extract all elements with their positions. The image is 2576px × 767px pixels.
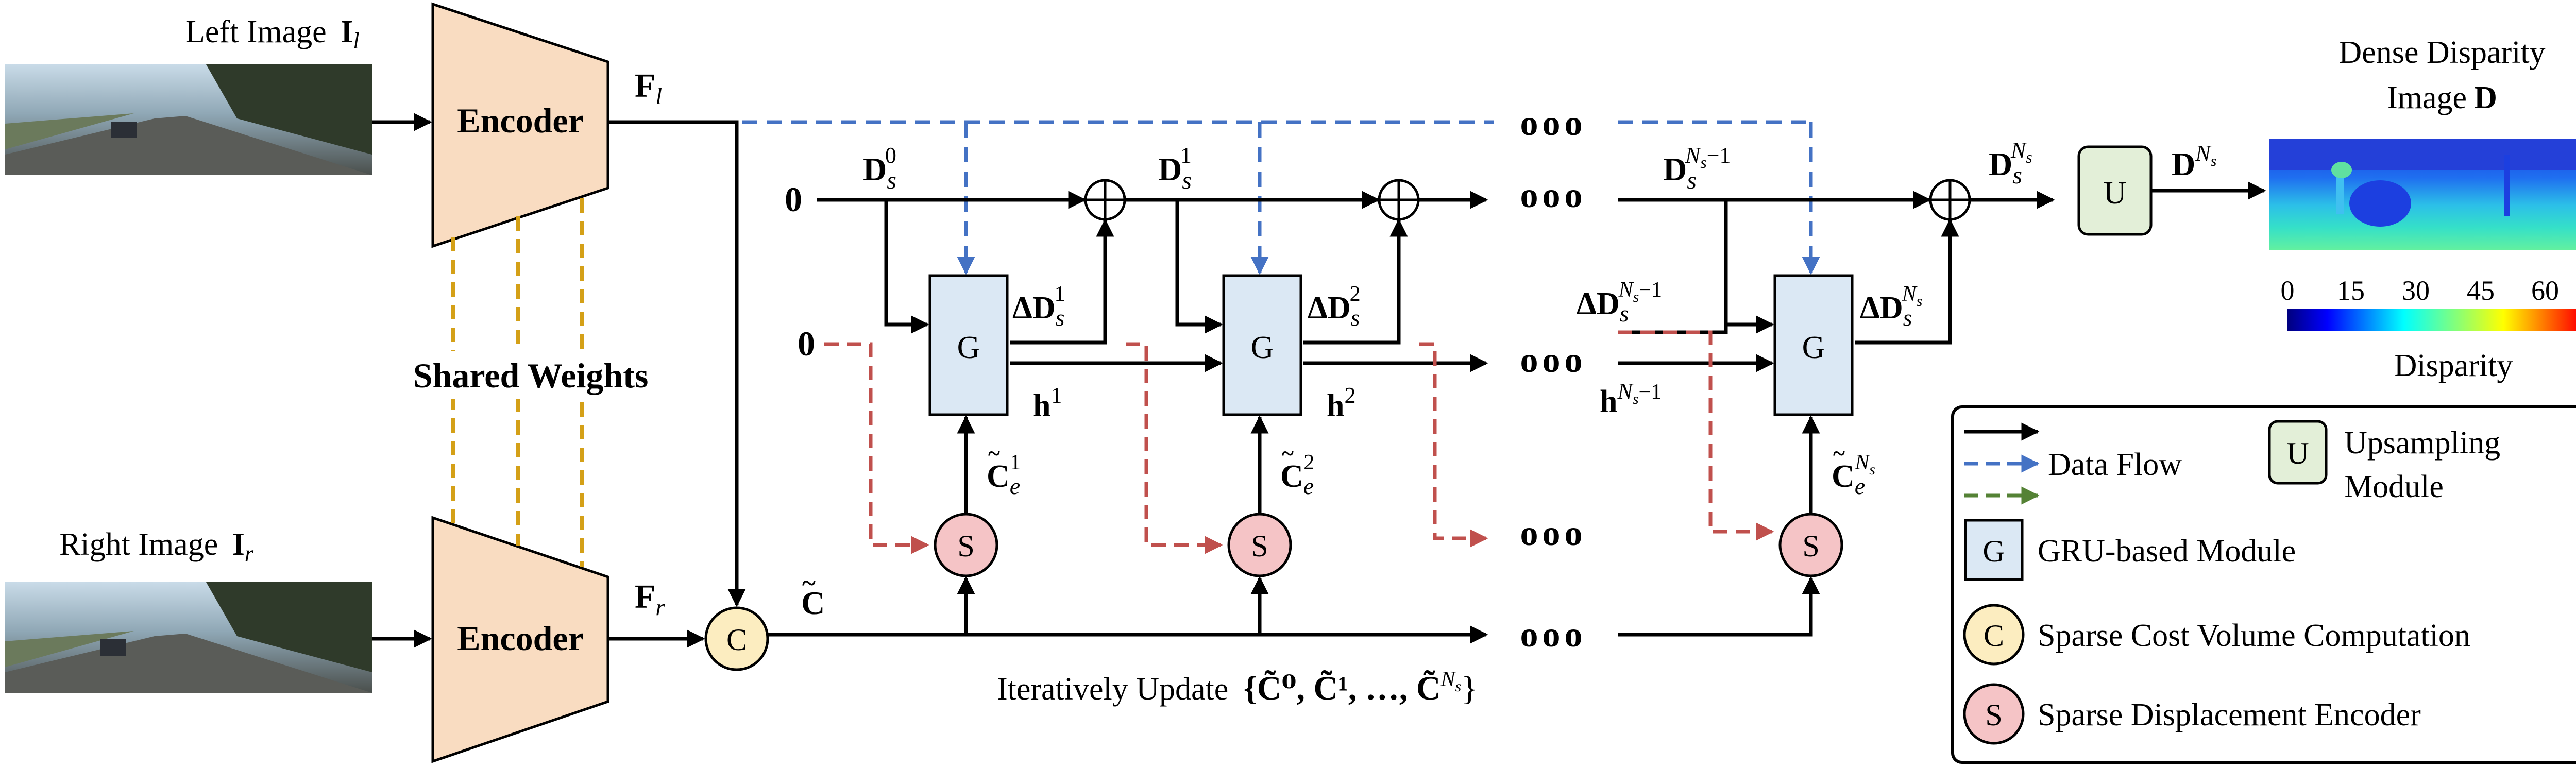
d1-to-g2 xyxy=(1175,200,1223,334)
disparity-d1-label: Ds1 xyxy=(1158,143,1192,194)
legend-cost: Sparse Cost Volume Computation xyxy=(2038,618,2470,653)
shared-weights-bg xyxy=(384,351,675,399)
cost-to-s3 xyxy=(1618,576,1820,637)
svg-text:15: 15 xyxy=(2337,275,2365,306)
right-image-label: Right Image Ir xyxy=(59,527,254,566)
encoder-top: Encoder xyxy=(431,2,609,248)
cost-c1-tilde: ~ xyxy=(988,441,1000,466)
feature-left-line xyxy=(608,120,746,607)
output-d-label: DNs xyxy=(2172,141,2216,182)
svg-text:G: G xyxy=(1802,330,1825,365)
hidden-h2-label: h2 xyxy=(1327,383,1355,423)
cost-c2-tilde: ~ xyxy=(1282,441,1294,466)
sde-node-2: S xyxy=(1227,513,1292,577)
cost-cn-tilde: ~ xyxy=(1833,441,1845,466)
legend-upsampling-line1: Upsampling xyxy=(2344,425,2500,461)
svg-text:G: G xyxy=(1251,330,1274,365)
colorbar-ticks: 0 15 30 45 60 75 xyxy=(2281,275,2560,306)
left-image xyxy=(5,64,372,175)
encoder-bottom-label: Encoder xyxy=(457,619,584,658)
d0-to-g1 xyxy=(884,200,929,334)
legend-cost-glyph: C xyxy=(1984,619,2004,653)
legend-gru-swatch xyxy=(1964,519,2024,581)
delta-dn-label: ΔDsNs xyxy=(1860,282,1922,331)
hidden-h1-label: h1 xyxy=(1033,383,1062,423)
g1-delta-to-plus xyxy=(1010,218,1114,345)
zero-hidden-to-s1 xyxy=(824,342,929,554)
cost-c1-label: Ce1 xyxy=(987,451,1021,499)
h1-to-s2 xyxy=(1126,342,1223,554)
hidden-hn-minus-1-label: hNs−1 xyxy=(1600,379,1662,419)
cost-volume-symbol: C xyxy=(801,585,825,621)
ellipsis-cost: ooo xyxy=(1520,615,1587,655)
svg-text:S: S xyxy=(1802,529,1819,563)
upsampling-node: U xyxy=(2077,145,2153,236)
gru-module-1: G xyxy=(928,274,1009,416)
plus-node-3 xyxy=(1929,179,1971,221)
svg-text:45: 45 xyxy=(2467,275,2495,306)
svg-text:60: 60 xyxy=(2531,275,2559,306)
svg-text:C: C xyxy=(726,623,747,657)
zero-hidden-label: 0 xyxy=(798,324,815,363)
gru-module-3: G xyxy=(1773,274,1854,416)
plus-node-1 xyxy=(1084,179,1126,221)
sde-node-3: S xyxy=(1778,513,1843,577)
dn1-to-g3 xyxy=(1724,200,1774,334)
shared-weights-label: Shared Weights xyxy=(413,356,649,395)
iterative-update-caption: Iteratively Update {C̃⁰, C̃¹, …, C̃Ns} xyxy=(997,668,1478,707)
svg-text:0: 0 xyxy=(2281,275,2295,306)
legend-upsampling-line2: Module xyxy=(2344,469,2444,504)
g3-delta-to-plus xyxy=(1855,218,1959,345)
hn1-to-s3 xyxy=(1618,330,1774,541)
encoder-bottom: Encoder xyxy=(431,516,609,763)
svg-text:30: 30 xyxy=(2402,275,2430,306)
zero-disparity-label: 0 xyxy=(785,180,802,219)
legend: Data Flow U Upsampling Module G GRU-base… xyxy=(1951,405,2576,764)
ellipsis-hidden: ooo xyxy=(1520,340,1587,380)
legend-sde: Sparse Displacement Encoder xyxy=(2038,697,2421,732)
sde-node-1: S xyxy=(934,513,998,577)
ellipsis-top: ooo xyxy=(1520,104,1587,143)
svg-text:S: S xyxy=(1251,529,1268,563)
gru-module-2: G xyxy=(1222,274,1302,416)
colorbar xyxy=(2287,309,2576,331)
legend-cost-swatch xyxy=(1963,604,2025,666)
left-image-label: Left Image Il xyxy=(185,14,360,54)
feature-right-label: Fr xyxy=(635,578,665,620)
h2-to-s-next xyxy=(1419,342,1488,548)
legend-sde-glyph: S xyxy=(1985,698,2002,732)
legend-gru: GRU-based Module xyxy=(2038,534,2296,569)
delta-d1-label: ΔDs1 xyxy=(1012,282,1065,331)
encoder-top-label: Encoder xyxy=(457,101,584,140)
cost-volume-node: C xyxy=(704,606,769,671)
disparity-d0-label: Ds0 xyxy=(863,143,896,194)
svg-text:U: U xyxy=(2104,176,2127,211)
legend-upsample-swatch xyxy=(2268,420,2328,485)
cost-c2-label: Ce2 xyxy=(1280,451,1314,499)
dense-disparity-image xyxy=(2269,139,2576,250)
right-image xyxy=(5,582,372,693)
dense-disparity-title-line1: Dense Disparity xyxy=(2338,35,2545,70)
svg-text:G: G xyxy=(957,330,980,365)
svg-text:S: S xyxy=(957,529,974,563)
cost-volume-tilde: ~ xyxy=(802,568,816,597)
g2-delta-to-plus xyxy=(1303,218,1408,345)
ellipsis-sde: ooo xyxy=(1520,514,1587,553)
legend-data-flow: Data Flow xyxy=(2048,447,2182,482)
legend-sde-swatch xyxy=(1963,683,2025,745)
cost-cn-label: CeNs xyxy=(1832,451,1875,499)
ellipsis-disparity: ooo xyxy=(1520,176,1587,215)
colorbar-label: Disparity xyxy=(2394,348,2513,383)
plus-node-2 xyxy=(1378,179,1420,221)
legend-upsample-glyph: U xyxy=(2286,436,2309,470)
legend-gru-glyph: G xyxy=(1982,534,2005,568)
disparity-dn-minus-1-label: DsNs−1 xyxy=(1663,143,1731,194)
delta-dn-minus-1-label: ΔDsNs−1 xyxy=(1577,278,1662,327)
feature-left-label: Fl xyxy=(635,67,662,109)
disparity-dn-label: DsNs xyxy=(1989,138,2032,189)
delta-d2-label: ΔDs2 xyxy=(1308,282,1361,331)
